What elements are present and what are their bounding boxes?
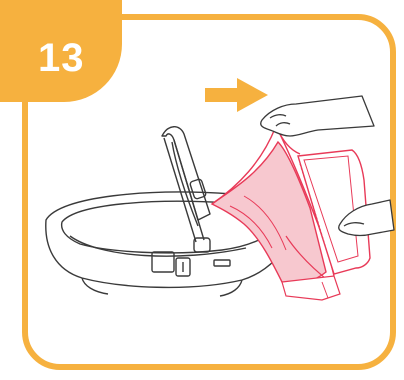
upper-hand — [261, 96, 374, 136]
carry-handle — [162, 127, 210, 252]
hood-fabric — [212, 126, 370, 300]
arrow-right-icon — [205, 78, 268, 112]
